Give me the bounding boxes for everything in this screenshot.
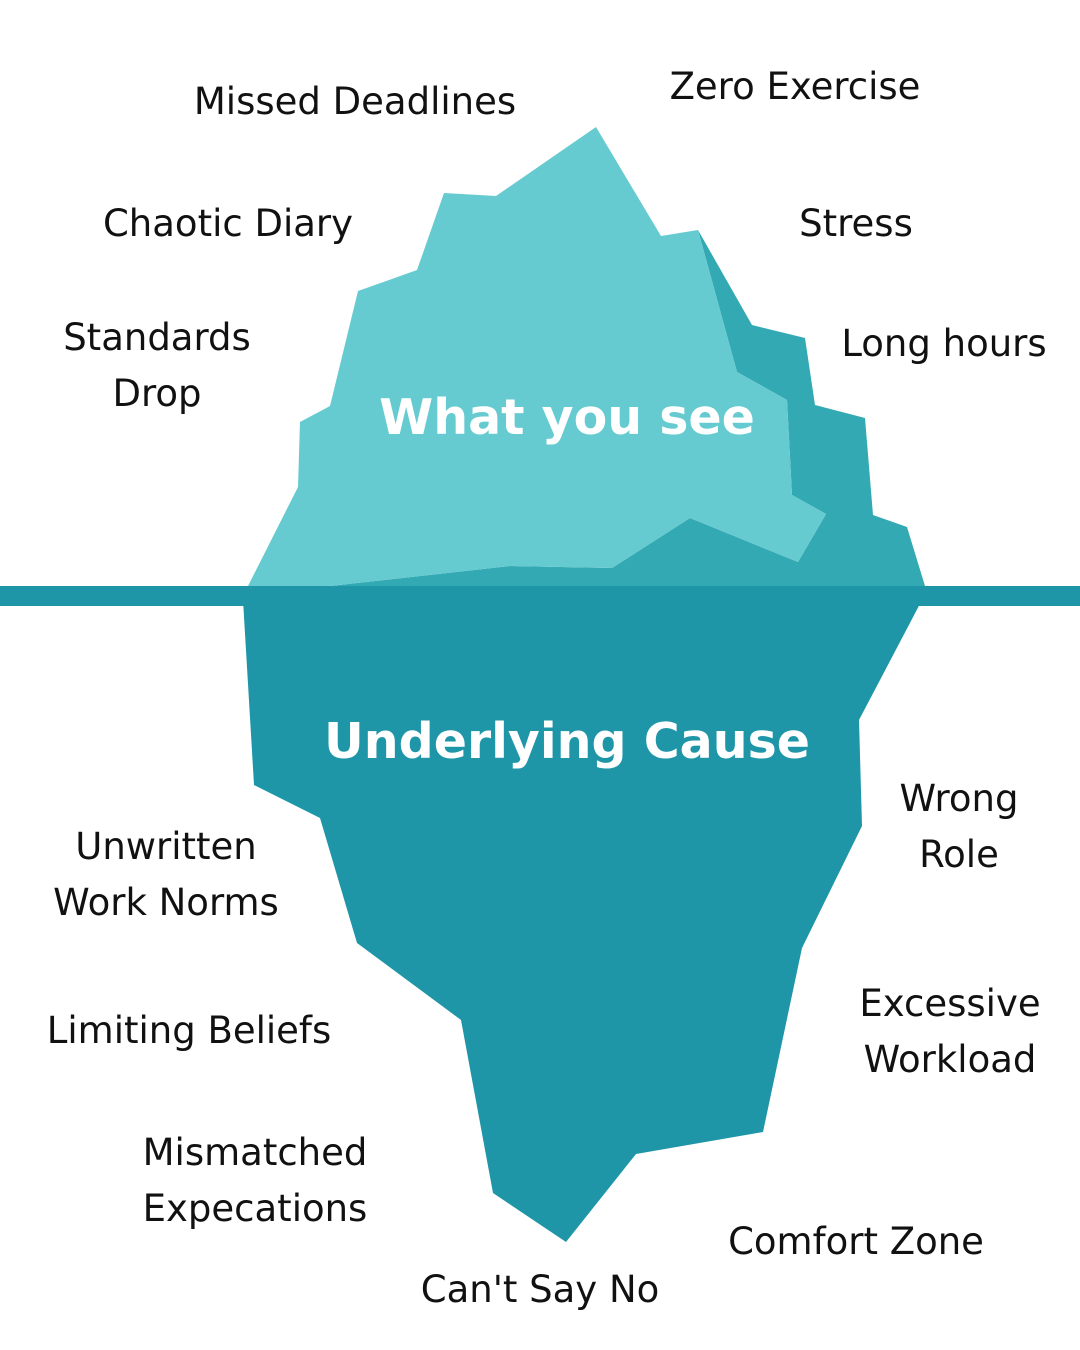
label-unwritten-work-norms: Unwritten Work Norms — [53, 825, 279, 924]
waterline — [0, 586, 1080, 606]
label-chaotic-diary: Chaotic Diary — [102, 202, 354, 245]
label-wrong-role: Wrong Role — [899, 777, 1019, 876]
label-cant-say-no: Can't Say No — [420, 1268, 660, 1311]
label-comfort-zone: Comfort Zone — [728, 1220, 984, 1263]
label-limiting-beliefs: Limiting Beliefs — [46, 1009, 332, 1052]
iceberg-tip-shadow — [330, 230, 925, 586]
label-standards-drop: Standards Drop — [63, 316, 251, 415]
label-mismatched-expecations: Mismatched Expecations — [142, 1131, 368, 1230]
iceberg-tip — [248, 127, 826, 586]
label-long-hours: Long hours — [841, 322, 1047, 365]
above-water-title: What you see — [379, 389, 755, 446]
below-water-title: Underlying Cause — [323, 713, 811, 770]
label-stress: Stress — [799, 202, 913, 245]
iceberg-base — [243, 600, 922, 1242]
label-missed-deadlines: Missed Deadlines — [193, 80, 517, 123]
label-excessive-workload: Excessive Workload — [859, 982, 1041, 1081]
label-zero-exercise: Zero Exercise — [669, 65, 921, 108]
